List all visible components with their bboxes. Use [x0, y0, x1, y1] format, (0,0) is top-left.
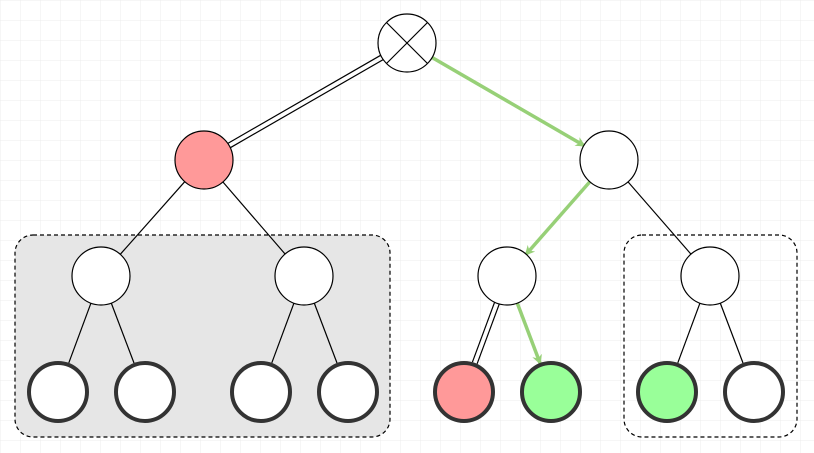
edge-n-left-n-ll	[119, 181, 186, 255]
edge-n-rl-leaf-6-arrow	[515, 302, 542, 365]
edge-n-ll-leaf-1	[68, 302, 92, 364]
node-leaf-1	[27, 361, 89, 423]
edge-n-rr-leaf-7	[677, 302, 701, 364]
edge-root-n-right-arrow	[431, 56, 586, 147]
node-leaf-8	[723, 361, 785, 423]
node-leaf-6	[520, 361, 582, 423]
node-n-rl	[477, 246, 537, 306]
edge-n-rr-leaf-8	[719, 302, 744, 364]
node-leaf-7	[636, 361, 698, 423]
crossed-circle-icon	[386, 22, 428, 64]
edge-n-right-n-rl-arrow	[524, 180, 592, 256]
edge-n-rl-leaf-5-double-line	[471, 302, 500, 365]
node-n-lr	[274, 246, 334, 306]
edge-n-left-n-lr	[222, 181, 286, 255]
edge-n-right-n-rr	[627, 181, 692, 255]
node-n-ll	[71, 246, 131, 306]
right-subtree-group	[623, 234, 798, 438]
node-leaf-2	[114, 361, 176, 423]
edge-root-n-left-double-line	[227, 54, 384, 149]
node-leaf-5	[433, 361, 495, 423]
edge-n-ll-leaf-2	[110, 302, 135, 364]
node-leaf-4	[317, 361, 379, 423]
node-leaf-3	[230, 361, 292, 423]
node-n-left	[174, 130, 234, 190]
edge-n-lr-leaf-4	[313, 302, 338, 364]
node-n-right	[579, 130, 639, 190]
edge-n-lr-leaf-3	[271, 302, 295, 364]
node-n-rr	[680, 246, 740, 306]
